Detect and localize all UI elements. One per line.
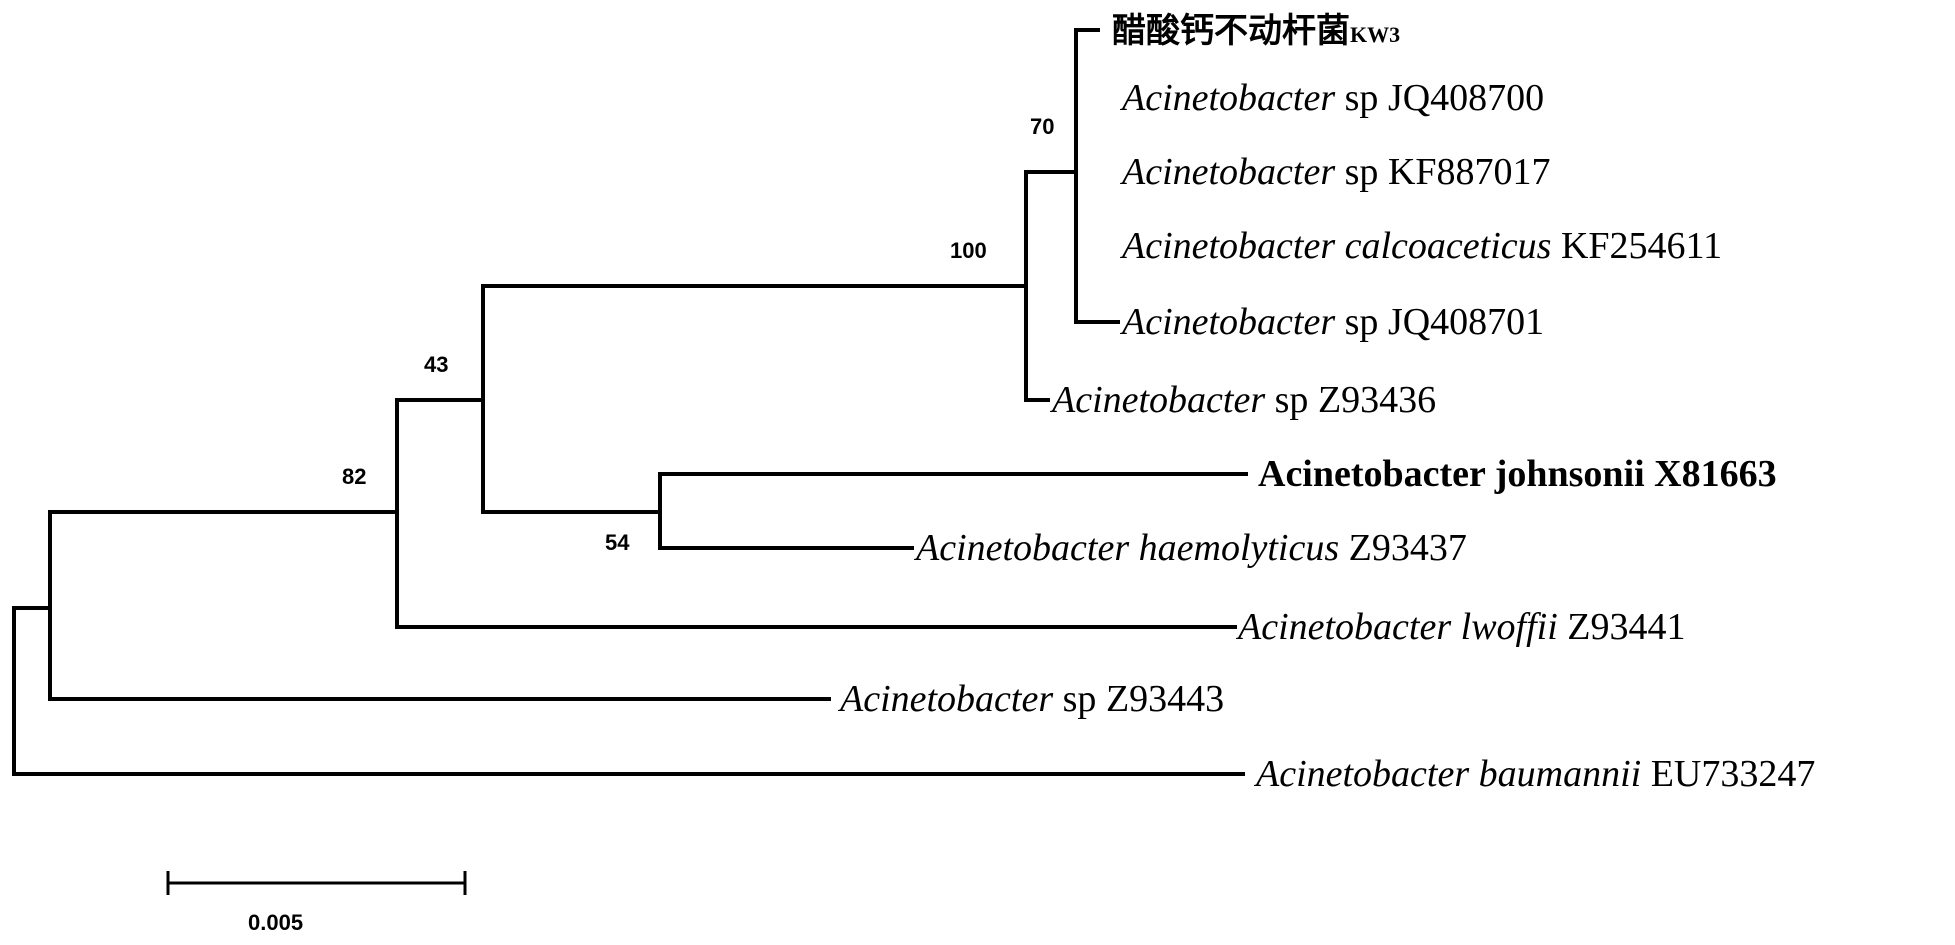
- taxon-z93437: Acinetobacter haemolyticus Z93437: [913, 527, 1467, 569]
- taxon-x81663: Acinetobacter johnsonii X81663: [1258, 453, 1777, 495]
- taxon-z93436-accession: Z93436: [1318, 379, 1436, 421]
- taxon-kw3-name: 醋酸钙不动杆菌: [1112, 12, 1350, 50]
- bootstrap-100: 100: [950, 238, 987, 263]
- taxon-jq408701-species: sp: [1345, 301, 1379, 343]
- taxon-z93443-genus: Acinetobacter: [837, 678, 1053, 720]
- taxon-kf887017-accession: KF887017: [1388, 151, 1551, 193]
- taxon-z93441: Acinetobacter lwoffii Z93441: [1235, 606, 1686, 648]
- taxon-jq408701: Acinetobacter sp JQ408701: [1119, 301, 1544, 343]
- taxon-kf887017-species: sp: [1345, 151, 1379, 193]
- taxon-kf887017-genus: Acinetobacter: [1119, 151, 1335, 193]
- scale-bar-label: 0.005: [248, 910, 303, 935]
- taxon-kf254611-genus: Acinetobacter calcoaceticus: [1119, 225, 1551, 267]
- taxon-z93443: Acinetobacter sp Z93443: [837, 678, 1224, 720]
- taxon-jq408701-genus: Acinetobacter: [1119, 301, 1335, 343]
- taxon-eu733247: Acinetobacter baumannii EU733247: [1253, 753, 1815, 795]
- taxon-z93441-accession: Z93441: [1567, 606, 1685, 648]
- taxon-eu733247-accession: EU733247: [1651, 753, 1816, 795]
- taxon-z93443-accession: Z93443: [1106, 678, 1224, 720]
- taxon-z93437-accession: Z93437: [1349, 527, 1467, 569]
- taxon-jq408700-species: sp: [1345, 77, 1379, 119]
- taxon-eu733247-genus: Acinetobacter baumannii: [1253, 753, 1641, 795]
- taxon-kf887017: Acinetobacter sp KF887017: [1119, 151, 1551, 193]
- taxon-z93441-genus: Acinetobacter lwoffii: [1235, 606, 1558, 648]
- taxon-kf254611: Acinetobacter calcoaceticus KF254611: [1119, 225, 1722, 267]
- bootstrap-70: 70: [1030, 114, 1054, 139]
- taxon-labels: 醋酸钙不动杆菌KW3 Acinetobacter sp JQ408700 Aci…: [837, 12, 1815, 795]
- taxon-z93437-genus: Acinetobacter haemolyticus: [913, 527, 1339, 569]
- taxon-kf254611-accession: KF254611: [1561, 225, 1722, 267]
- bootstrap-43: 43: [424, 352, 448, 377]
- taxon-jq408700: Acinetobacter sp JQ408700: [1119, 77, 1544, 119]
- taxon-kw3: 醋酸钙不动杆菌KW3: [1112, 12, 1400, 50]
- bootstrap-values: 70 100 43 82 54: [342, 114, 1054, 555]
- taxon-jq408701-accession: JQ408701: [1388, 301, 1544, 343]
- bootstrap-54: 54: [605, 530, 630, 555]
- taxon-jq408700-genus: Acinetobacter: [1119, 77, 1335, 119]
- taxon-jq408700-accession: JQ408700: [1388, 77, 1544, 119]
- bootstrap-82: 82: [342, 464, 366, 489]
- scale-bar: 0.005: [166, 871, 467, 935]
- taxon-z93436: Acinetobacter sp Z93436: [1049, 379, 1436, 421]
- taxon-kw3-suffix: KW3: [1350, 22, 1400, 47]
- taxon-z93436-species: sp: [1275, 379, 1309, 421]
- tree-branches: [12, 28, 1248, 776]
- taxon-z93443-species: sp: [1063, 678, 1097, 720]
- taxon-z93436-genus: Acinetobacter: [1049, 379, 1265, 421]
